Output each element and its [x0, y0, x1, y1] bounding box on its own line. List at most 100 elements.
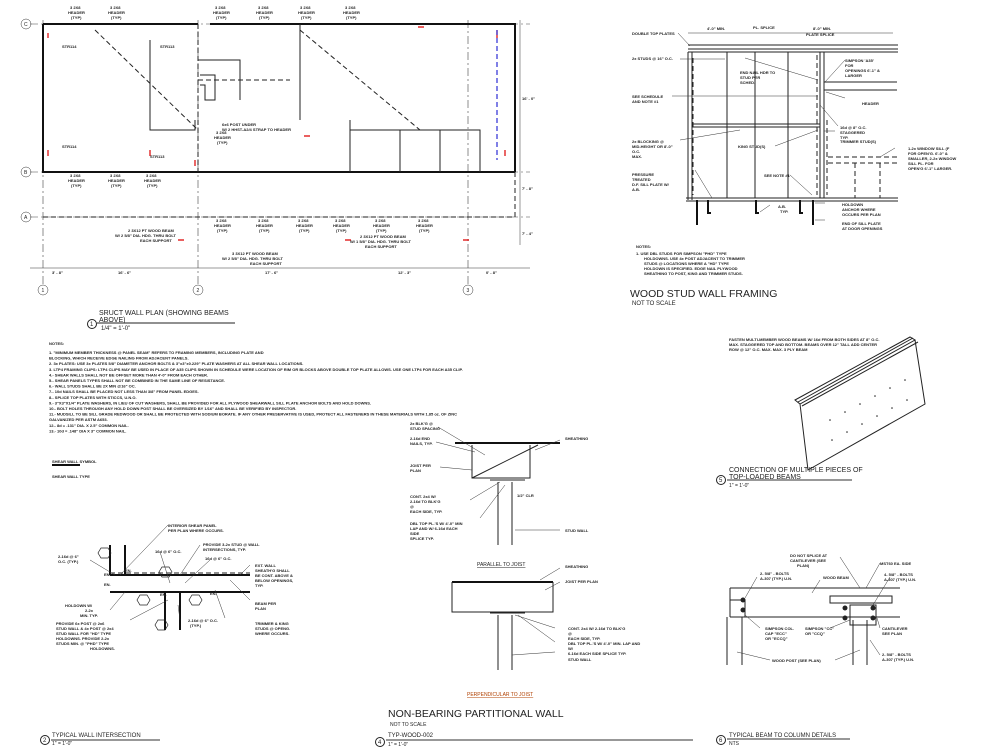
svg-text:TYP.: TYP. [780, 209, 788, 214]
svg-text:3 2X8: 3 2X8 [216, 130, 227, 135]
svg-text:W/ 1 5/8" DIA. HDG. THRU BOLT: W/ 1 5/8" DIA. HDG. THRU BOLT [350, 239, 411, 244]
svg-text:3 2X8: 3 2X8 [110, 173, 121, 178]
svg-text:EACH SUPPORT: EACH SUPPORT [250, 261, 282, 266]
svg-text:(TYP): (TYP) [336, 228, 347, 233]
svg-text:16d @ 6" O.C.: 16d @ 6" O.C. [205, 556, 231, 561]
nail-dots [829, 379, 908, 441]
svg-text:PRESSURE: PRESSURE [632, 172, 654, 177]
svg-text:HEADER: HEADER [256, 10, 273, 15]
svg-text:HEADER: HEADER [298, 10, 315, 15]
svg-text:1-2x WINDOW SILL (F: 1-2x WINDOW SILL (F [908, 146, 950, 151]
svg-text:4: 4 [378, 740, 382, 746]
framing-labels: 4'-0" MIN. PL. SPLICE 8'-0" MIN. PLATE S… [632, 25, 956, 231]
svg-text:EN.: EN. [210, 591, 217, 596]
svg-text:STR114: STR114 [62, 44, 77, 49]
svg-text:HEADER: HEADER [213, 10, 230, 15]
svg-text:5: 5 [719, 478, 723, 484]
svg-text:HEADER: HEADER [108, 10, 125, 15]
svg-text:PLAN: PLAN [410, 468, 421, 473]
blocking [692, 123, 820, 128]
svg-text:12' - 3": 12' - 3" [398, 270, 411, 275]
svg-text:CANTILEVER (SEE: CANTILEVER (SEE [790, 558, 826, 563]
note-line: 7.- 10d NAILS SHALL BE PLACED NOT LESS T… [49, 389, 199, 394]
svg-text:(TYP): (TYP) [259, 15, 270, 20]
svg-text:HEADER: HEADER [214, 223, 231, 228]
svg-text:1" = 1'-0": 1" = 1'-0" [729, 483, 749, 489]
svg-text:SRUCT WALL PLAN (SHOWING BEAMS: SRUCT WALL PLAN (SHOWING BEAMS [99, 310, 229, 317]
svg-text:EN.: EN. [104, 572, 111, 577]
svg-text:SPLICE TYP.: SPLICE TYP. [410, 536, 434, 541]
svg-text:3 2X8: 3 2X8 [110, 5, 121, 10]
svg-text:16' - 0": 16' - 0" [522, 96, 535, 101]
svg-text:STUDS @ OPENG.: STUDS @ OPENG. [255, 626, 290, 631]
svg-text:3' - 8": 3' - 8" [52, 270, 63, 275]
plan-notes: NOTES: 1. "MINIMUM MEMBER THICKNESS @ PA… [49, 341, 463, 433]
studs [687, 52, 825, 200]
svg-text:CONNECTION OF MULTIPLE PIECES: CONNECTION OF MULTIPLE PIECES OF [729, 467, 863, 474]
svg-text:A.B.: A.B. [778, 204, 786, 209]
svg-text:3 2X8: 3 2X8 [300, 5, 311, 10]
svg-text:2: 2 [197, 288, 200, 294]
beam-span-lines [94, 29, 421, 131]
svg-text:SMALLER, 2-2x WINDOW: SMALLER, 2-2x WINDOW [908, 156, 956, 161]
svg-text:INTERIOR SHEAR PANEL: INTERIOR SHEAR PANEL [168, 523, 217, 528]
svg-text:STUD WALL FOR "HD" TYPE: STUD WALL FOR "HD" TYPE [56, 631, 111, 636]
svg-text:TYPICAL BEAM TO COLUMN DETAILS: TYPICAL BEAM TO COLUMN DETAILS [729, 733, 836, 739]
note-line: 2. 3x PLATES: USE 3x PLATES 5/8" DIAMETE… [49, 361, 303, 366]
svg-text:STUD WALL: STUD WALL [565, 528, 589, 533]
svg-text:AT DOOR OPENINGS: AT DOOR OPENINGS [842, 226, 883, 231]
svg-text:EN.: EN. [104, 582, 111, 587]
svg-text:2- 5/8" - BOLTS: 2- 5/8" - BOLTS [882, 652, 911, 657]
svg-text:3 2X8: 3 2X8 [418, 218, 429, 223]
perpendicular-label: PERPENDICULAR TO JOIST [467, 692, 533, 698]
partition-subtitle: NOT TO SCALE [390, 722, 427, 728]
svg-text:W/ 2 HHST-A2/4 STRAP TO HEADER: W/ 2 HHST-A2/4 STRAP TO HEADER [222, 127, 291, 132]
svg-text:3 3X12 PT WOOD BEAM: 3 3X12 PT WOOD BEAM [232, 251, 278, 256]
svg-text:A-307 (TYP.) U.N.: A-307 (TYP.) U.N. [882, 657, 914, 662]
svg-text:(TYP): (TYP) [71, 15, 82, 20]
svg-text:3 2X8: 3 2X8 [335, 218, 346, 223]
svg-text:SEE NOTE #1: SEE NOTE #1 [764, 173, 791, 178]
svg-text:CONT. 2x4 W/: CONT. 2x4 W/ [410, 494, 437, 499]
header-beam [824, 81, 897, 91]
svg-text:SHEAR WALL TYPE: SHEAR WALL TYPE [52, 474, 90, 479]
svg-text:SIMPSON 'A35': SIMPSON 'A35' [845, 58, 874, 63]
svg-text:DOUBLE TOP PLATES: DOUBLE TOP PLATES [632, 31, 675, 36]
svg-text:2-16d @ 6": 2-16d @ 6" [58, 554, 79, 559]
beam-isometric [794, 336, 926, 471]
framing-title: WOOD STUD WALL FRAMING [630, 288, 777, 300]
svg-text:HEADER: HEADER [144, 178, 161, 183]
svg-text:CANTILEVER: CANTILEVER [882, 626, 908, 631]
beam-ply-lines [797, 337, 919, 407]
svg-text:0' - 8": 0' - 8" [486, 270, 497, 275]
svg-text:(TYP): (TYP) [217, 140, 228, 145]
svg-text:EACH SIDE, TYP.: EACH SIDE, TYP. [568, 636, 600, 641]
note-line: 8.- SPLICE TOP PLATES WITH STICCS, U.N.O… [49, 395, 137, 400]
exterior-wall [42, 23, 516, 173]
svg-text:2-16d @ 6" O.C.: 2-16d @ 6" O.C. [188, 618, 218, 623]
svg-text:BE CONT. ABOVE &: BE CONT. ABOVE & [255, 573, 293, 578]
svg-text:4- 5/8" - BOLTS: 4- 5/8" - BOLTS [884, 572, 913, 577]
svg-text:FOR OPEN'G. 6'-0" &: FOR OPEN'G. 6'-0" & [908, 151, 948, 156]
note-line: 3. LTP4 FRAMING CLIPS: LTP4 CLIPS MAY BE… [49, 367, 463, 372]
svg-text:3 2X8: 3 2X8 [345, 5, 356, 10]
svg-text:OCCURS PER PLAN: OCCURS PER PLAN [842, 212, 881, 217]
svg-text:STUD SPACING: STUD SPACING [410, 426, 440, 431]
svg-text:ANCHOR WHERE: ANCHOR WHERE [842, 207, 876, 212]
svg-text:HEADER: HEADER [68, 178, 85, 183]
anchor-bolts [696, 200, 814, 225]
svg-text:O.C.: O.C. [632, 149, 640, 154]
svg-text:TRIMMER STUD(S): TRIMMER STUD(S) [840, 139, 877, 144]
svg-text:TYP-WOOD-002: TYP-WOOD-002 [388, 733, 434, 739]
svg-text:PLAN): PLAN) [797, 563, 810, 568]
svg-text:W/: W/ [568, 646, 574, 651]
svg-text:3 2X8: 3 2X8 [258, 218, 269, 223]
svg-text:END OF SILL PLATE: END OF SILL PLATE [842, 221, 881, 226]
svg-text:CAP "ECC": CAP "ECC" [765, 631, 787, 636]
